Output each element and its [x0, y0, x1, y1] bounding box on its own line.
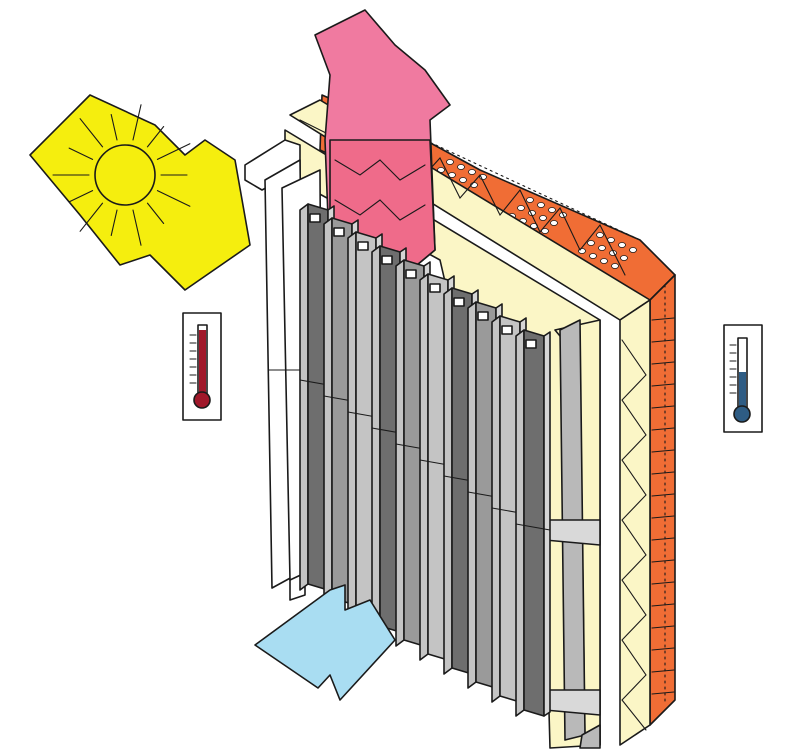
sun-ray [156, 190, 191, 207]
brick-course-line [651, 603, 675, 607]
sun-ray [68, 147, 94, 160]
sun-ray [132, 209, 142, 246]
sun-ray [110, 114, 118, 141]
sun-arrow [29, 94, 251, 291]
brick-course-line [651, 449, 675, 453]
brick-hole [526, 197, 534, 203]
brick-hole [446, 159, 454, 165]
grey-cladding-panels [299, 203, 551, 717]
brick-hole [589, 253, 597, 259]
brick-hole [600, 258, 608, 264]
brick-hole [598, 245, 606, 251]
thermometer-cold-icon [723, 324, 763, 433]
sun-ray [79, 118, 104, 148]
brick-course-line [651, 691, 675, 695]
sun-ray [132, 104, 142, 141]
brick-hole [620, 255, 628, 261]
cladding-panel [299, 203, 335, 591]
brick-course-line [651, 515, 675, 519]
brick-hole [537, 202, 545, 208]
brick-hole [457, 164, 465, 170]
brick-course-line [651, 339, 675, 343]
cladding-panel [515, 329, 551, 717]
brick-hole [629, 247, 637, 253]
brick-course-line [651, 493, 675, 497]
brick-course-line [651, 405, 675, 409]
brick-hole [468, 169, 476, 175]
brick-hole [550, 220, 558, 226]
cool-air-in-arrow [254, 584, 396, 701]
brick-course-line [651, 383, 675, 387]
support-rails [544, 319, 601, 749]
brick-course-line [651, 669, 675, 673]
brick-hole [459, 177, 467, 183]
brick-course-line [651, 427, 675, 431]
sun-icon [94, 144, 156, 206]
sun-ray [68, 190, 94, 203]
brick-hole [611, 263, 619, 269]
brick-course-line [651, 471, 675, 475]
brick-hole [548, 207, 556, 213]
sun-ray [146, 202, 165, 225]
brick-hole [587, 240, 595, 246]
sun-ray [79, 202, 104, 232]
brick-hole [517, 205, 525, 211]
brick-hole [618, 242, 626, 248]
brick-hole [539, 215, 547, 221]
brick-course-line [651, 317, 675, 321]
brick-course-line [651, 361, 675, 365]
brick-course-line [651, 647, 675, 651]
sun-ray [156, 143, 191, 160]
thermometer-hot-icon [182, 312, 222, 421]
brick-course-line [651, 625, 675, 629]
brick-course-line [651, 581, 675, 585]
brick-hole [596, 232, 604, 238]
sun-ray [110, 209, 118, 236]
brick-course-line [651, 559, 675, 563]
sun-ray [146, 125, 165, 148]
brick-course-line [651, 537, 675, 541]
